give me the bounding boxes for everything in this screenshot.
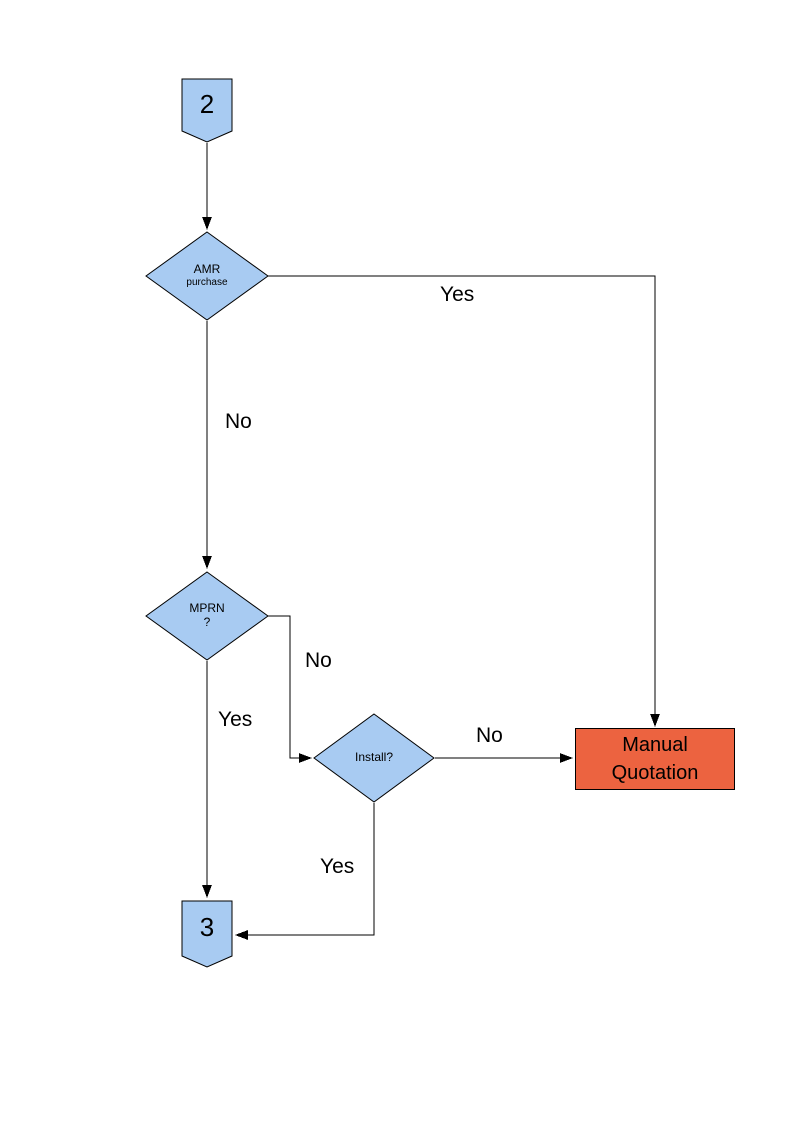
amr-subtitle: purchase bbox=[186, 277, 228, 289]
install-label: Install? bbox=[354, 750, 394, 765]
edge-label-amr-yes: Yes bbox=[440, 283, 475, 306]
decision-amr-purchase: AMR purchase bbox=[145, 231, 269, 321]
connector-3-label: 3 bbox=[199, 912, 215, 943]
decision-amr-purchase-shape bbox=[145, 231, 269, 321]
mprn-title: MPRN bbox=[189, 601, 225, 616]
offpage-connector-2: 2 bbox=[181, 78, 233, 143]
connector-2-label: 2 bbox=[199, 88, 215, 119]
process-manual-quotation-shape bbox=[575, 728, 735, 790]
edge-label-install-yes: Yes bbox=[320, 855, 355, 878]
decision-install-shape bbox=[313, 713, 435, 803]
edge-label-mprn-no: No bbox=[305, 649, 332, 672]
offpage-connector-3-shape bbox=[181, 900, 233, 968]
mprn-question-mark: ? bbox=[203, 615, 211, 629]
decision-mprn-shape bbox=[145, 571, 269, 661]
decision-install: Install? bbox=[313, 713, 435, 803]
amr-title: AMR bbox=[193, 262, 221, 277]
offpage-connector-3: 3 bbox=[181, 900, 233, 968]
edge-label-install-no: No bbox=[476, 724, 503, 747]
edge-label-amr-no: No bbox=[225, 410, 252, 433]
offpage-connector-2-shape bbox=[181, 78, 233, 143]
decision-mprn: MPRN ? bbox=[145, 571, 269, 661]
edge-mprn-no-to-install bbox=[267, 615, 313, 763]
manual-quotation-label: Manual Quotation bbox=[611, 734, 699, 784]
process-manual-quotation: Manual Quotation bbox=[575, 728, 735, 790]
edge-label-mprn-yes: Yes bbox=[218, 708, 253, 731]
